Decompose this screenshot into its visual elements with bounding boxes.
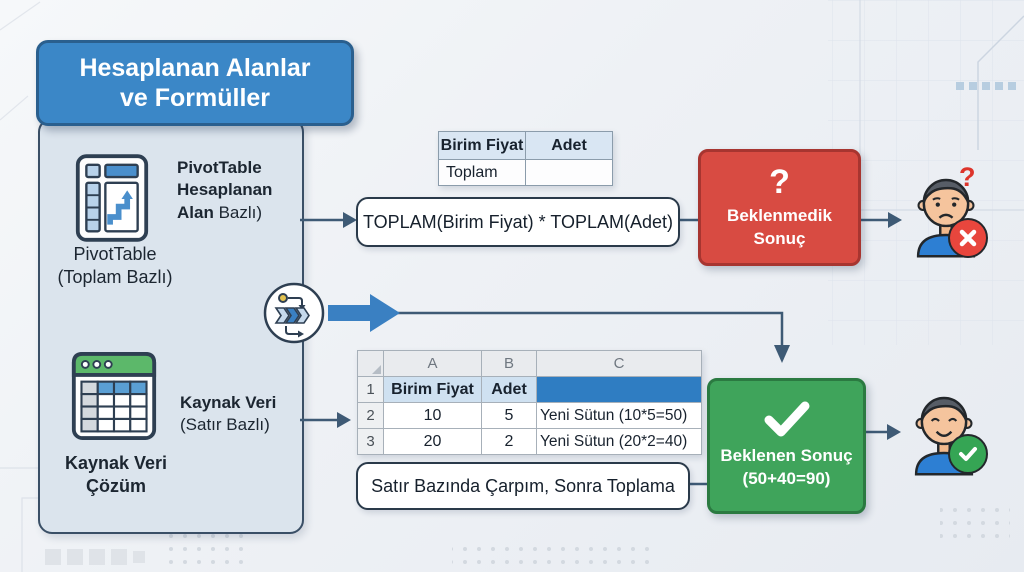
- formula-text: TOPLAM(Birim Fiyat) * TOPLAM(Adet): [362, 211, 674, 232]
- red-box-label-1: Beklenmedik: [727, 206, 832, 226]
- source-data-sheet: A B C 1 Birim Fiyat Adet 2 10 5 Yeni Süt…: [357, 350, 702, 455]
- table-row: 1 Birim Fiyat Adet: [357, 376, 702, 403]
- sheet-cell: Adet: [481, 376, 537, 403]
- source-note-bold: Kaynak Veri: [180, 393, 277, 412]
- sheet-cell: 10: [383, 402, 482, 429]
- pivot-note-bold: PivotTable Hesaplanan Alan: [177, 158, 273, 222]
- sheet-cell: 5: [481, 402, 537, 429]
- success-badge-icon: [948, 434, 988, 474]
- sheet-row-number: 1: [357, 376, 384, 403]
- sheet-col-header: B: [481, 350, 537, 377]
- corner-triangle-icon: [372, 365, 381, 374]
- pivottable-caption: PivotTable (Toplam Bazlı): [40, 243, 190, 288]
- mini-table-header: Birim Fiyat: [438, 131, 526, 160]
- arrowhead-down-icon: [774, 345, 790, 363]
- big-blue-arrow-icon: [328, 294, 400, 332]
- mini-table-cell: [525, 159, 613, 186]
- question-mark-icon: ?: [769, 163, 790, 202]
- sheet-row-number: 3: [357, 428, 384, 455]
- sheet-cell: 20: [383, 428, 482, 455]
- source-caption-line-2: Çözüm: [86, 475, 146, 496]
- expected-result-box: Beklenen Sonuç (50+40=90): [707, 378, 866, 514]
- green-box-label-2: (50+40=90): [742, 469, 831, 488]
- pivot-caption-line-1: PivotTable: [73, 244, 157, 264]
- source-caption: Kaynak Veri Çözüm: [40, 452, 192, 497]
- source-caption-line-1: Kaynak Veri: [64, 453, 168, 473]
- title-line-2: ve Formüller: [119, 84, 271, 112]
- mini-table-cell: Toplam: [438, 159, 526, 186]
- unexpected-result-box: ? Beklenmedik Sonuç: [698, 149, 861, 266]
- green-box-label-1: Beklenen Sonuç: [720, 446, 853, 466]
- process-flow-icon: [263, 282, 325, 344]
- spreadsheet-window-icon: [70, 350, 158, 442]
- question-annotation: ?: [959, 162, 976, 192]
- pivot-result-table: Birim Fiyat Adet Toplam: [438, 131, 613, 186]
- red-box-label-2: Sonuç: [753, 228, 806, 248]
- line-mid-to-green: [398, 311, 784, 345]
- arrowhead-icon: [343, 212, 357, 228]
- mini-table-header: Adet: [525, 131, 613, 160]
- pivot-note-regular: Bazlı): [218, 202, 263, 222]
- title-line-1: Hesaplanan Alanlar: [79, 53, 311, 82]
- pivottable-note: PivotTable Hesaplanan Alan Bazlı): [177, 157, 291, 224]
- sheet-cell: Birim Fiyat: [383, 376, 482, 403]
- sheet-cell: 2: [481, 428, 537, 455]
- sheet-col-header: C: [536, 350, 702, 377]
- sheet-cell-highlighted: [536, 376, 702, 403]
- formula-box: TOPLAM(Birim Fiyat) * TOPLAM(Adet): [356, 197, 680, 247]
- method-note-text: Satır Bazında Çarpım, Sonra Toplama: [371, 475, 675, 496]
- source-note-regular: (Satır Bazlı): [180, 415, 270, 435]
- method-note-box: Satır Bazında Çarpım, Sonra Toplama: [356, 462, 690, 510]
- table-row: 2 10 5 Yeni Sütun (10*5=50): [357, 402, 702, 429]
- sheet-cell: Yeni Sütun (10*5=50): [536, 402, 702, 429]
- table-row: Birim Fiyat Adet: [438, 131, 613, 160]
- arrowhead-icon: [887, 424, 901, 440]
- table-row: A B C: [357, 350, 702, 377]
- table-row: 3 20 2 Yeni Sütun (20*2=40): [357, 428, 702, 455]
- pivot-caption-line-2: (Toplam Bazlı): [57, 266, 173, 287]
- check-icon: [764, 401, 809, 437]
- sheet-corner-cell: [357, 350, 384, 377]
- arrowhead-icon: [337, 412, 351, 428]
- table-row: Toplam: [438, 159, 613, 186]
- page-title: Hesaplanan Alanlar ve Formüller: [36, 40, 354, 126]
- sheet-col-header: A: [383, 350, 482, 377]
- error-badge-icon: [948, 218, 988, 258]
- pivottable-icon: [74, 152, 150, 244]
- arrowhead-icon: [888, 212, 902, 228]
- sheet-row-number: 2: [357, 402, 384, 429]
- source-note: Kaynak Veri (Satır Bazlı): [180, 392, 298, 437]
- sheet-cell: Yeni Sütun (20*2=40): [536, 428, 702, 455]
